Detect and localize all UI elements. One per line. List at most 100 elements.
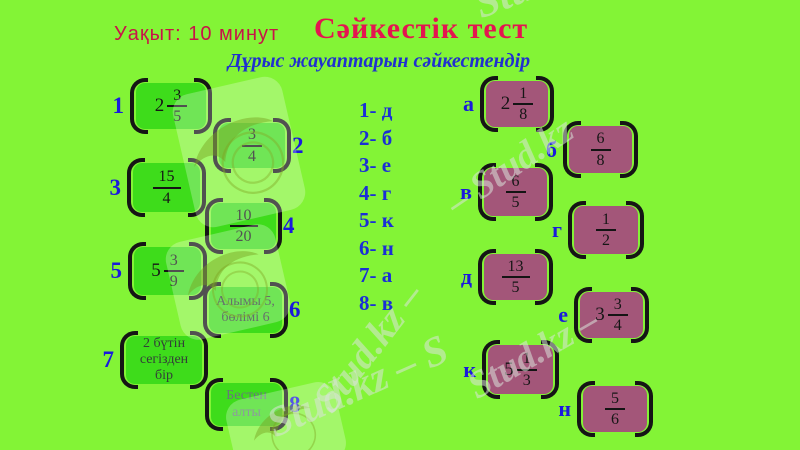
- bracket-right-icon: [273, 118, 291, 173]
- bracket-left-icon: [568, 201, 586, 259]
- denominator: 5: [511, 194, 520, 211]
- numerator: 6: [505, 173, 526, 193]
- whole-number: 3: [595, 304, 605, 325]
- answer-key-item: 7- а: [359, 263, 393, 287]
- denominator: 5: [173, 108, 182, 125]
- option-letter: д: [460, 264, 472, 289]
- question-number: 6: [289, 297, 301, 322]
- option-letter: е: [558, 302, 568, 327]
- denominator: 2: [602, 232, 610, 249]
- bracket-left-icon: [478, 249, 496, 305]
- numerator: 3: [167, 87, 188, 107]
- page-title: Сәйкестік тест: [314, 12, 529, 45]
- option-letter: н: [558, 396, 571, 421]
- denominator: 3: [522, 371, 531, 389]
- answer-key-list: 1- д 2- б 3- е 4- г 5- к 6- н 7- а 8- в: [359, 98, 394, 315]
- text-line: бір: [154, 368, 173, 384]
- question-number: 1: [112, 93, 125, 118]
- bracket-right-icon: [626, 201, 644, 259]
- question-number: 3: [109, 174, 122, 200]
- numerator: 3: [242, 126, 262, 147]
- numerator: 6: [590, 130, 611, 151]
- bracket-right-icon: [535, 163, 553, 221]
- denominator: 4: [248, 147, 256, 165]
- text-line: Бестен: [226, 388, 267, 404]
- option-letter: а: [463, 91, 474, 116]
- answer-key-item: 1- д: [359, 98, 393, 122]
- whole-number: 5: [504, 358, 514, 380]
- bracket-right-icon: [535, 249, 553, 305]
- bracket-left-icon: [213, 118, 231, 173]
- watermark-text: Stud.kz – S: [260, 326, 456, 447]
- whole-number: 2: [154, 95, 165, 116]
- bracket-right-icon: [541, 340, 559, 399]
- numerator: 3: [163, 252, 184, 272]
- bracket-left-icon: [478, 163, 496, 221]
- option-letter: г: [552, 217, 562, 242]
- bracket-left-icon: [120, 331, 138, 389]
- denominator: 4: [613, 317, 622, 334]
- bracket-left-icon: [563, 121, 581, 178]
- denominator: 5: [511, 279, 520, 296]
- question-number: 7: [102, 347, 115, 372]
- denominator: 9: [169, 273, 178, 290]
- bracket-right-icon: [264, 198, 282, 254]
- denominator: 6: [611, 411, 619, 428]
- page-subtitle: Дұрыс жауаптарын сәйкестендір: [228, 50, 531, 72]
- whole-number: 5: [151, 260, 161, 281]
- bracket-left-icon: [574, 287, 592, 343]
- numerator: 1: [596, 211, 616, 231]
- text-line: Алымы 5,: [216, 293, 275, 309]
- bracket-left-icon: [205, 198, 223, 254]
- answer-key-item: 8- в: [359, 290, 394, 315]
- question-number: 8: [289, 391, 301, 417]
- denominator: 8: [596, 151, 605, 169]
- text-line: бөлімі 6: [221, 310, 270, 325]
- text-line: алты: [232, 404, 261, 420]
- time-label: Уақыт: 10 минут: [114, 23, 280, 45]
- bracket-left-icon: [205, 378, 223, 431]
- denominator: 8: [519, 106, 528, 123]
- option-letter: к: [463, 356, 476, 382]
- bracket-right-icon: [536, 76, 554, 132]
- bracket-right-icon: [620, 121, 638, 178]
- denominator: 20: [235, 228, 252, 245]
- numerator: 10: [229, 207, 258, 227]
- numerator: 3: [607, 296, 628, 316]
- numerator: 1: [513, 85, 534, 105]
- bracket-right-icon: [631, 287, 649, 343]
- bracket-left-icon: [203, 282, 221, 338]
- numerator: 13: [501, 258, 530, 278]
- bracket-right-icon: [270, 282, 288, 338]
- question-text: Алымы 5,бөлімі 6: [216, 294, 275, 326]
- question-box-6: 6 Алымы 5,бөлімі 6: [203, 282, 301, 338]
- option-letter: б: [546, 136, 557, 162]
- bracket-left-icon: [482, 340, 500, 399]
- text-line: сегізден: [139, 351, 189, 367]
- whole-number: 2: [500, 93, 511, 114]
- bracket-left-icon: [127, 158, 145, 217]
- bracket-left-icon: [130, 78, 148, 134]
- question-number: 4: [283, 213, 295, 238]
- bracket-right-icon: [188, 158, 206, 217]
- answer-key-item: 3- е: [359, 153, 392, 177]
- answer-key-item: 6- н: [359, 235, 394, 260]
- bracket-right-icon: [635, 381, 653, 437]
